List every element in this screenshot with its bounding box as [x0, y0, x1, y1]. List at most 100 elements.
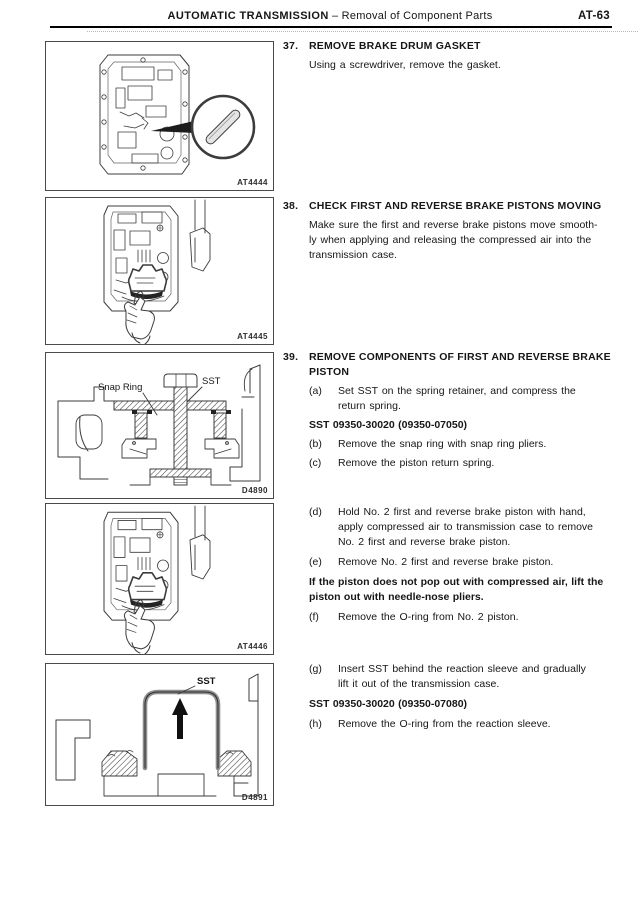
- step-38: 38. CHECK FIRST AND REVERSE BRAKE PISTON…: [283, 199, 617, 263]
- side-bracket: [189, 227, 211, 272]
- substep-text: Remove the piston return spring.: [338, 457, 495, 469]
- case-left-wall: [57, 386, 115, 480]
- gasket-pin: [205, 109, 241, 145]
- note-text: If the piston does not pop out with comp…: [309, 576, 604, 603]
- substep-a: (a) Set SST on the spring retainer, and …: [309, 384, 617, 414]
- substep-text: Hold No. 2 first and reverse brake pisto…: [338, 506, 594, 548]
- figure-remove-piston: AT4446: [45, 503, 274, 655]
- seal-right: [217, 750, 252, 777]
- case-outline: [103, 511, 179, 621]
- step-body-text: Make sure the first and reverse brake pi…: [309, 219, 598, 261]
- piston-right: [204, 438, 240, 459]
- return-spring-right: [213, 412, 227, 439]
- substep-g: (g) Insert SST behind the reaction sleev…: [309, 662, 617, 692]
- case-outline: [99, 54, 190, 175]
- brake-piston-drum: [127, 572, 168, 608]
- figure-code: AT4444: [237, 178, 268, 187]
- figure-code: D4890: [241, 486, 268, 495]
- header-section-title: AUTOMATIC TRANSMISSION: [167, 10, 329, 22]
- substep-text: Remove the snap ring with snap ring plie…: [338, 438, 547, 450]
- substep-e: (e) Remove No. 2 first and reverse brake…: [309, 555, 617, 570]
- bolt-holes: [101, 57, 188, 171]
- center-pedestal: [157, 773, 205, 797]
- substep-text: Remove the O-ring from No. 2 piston.: [338, 611, 519, 623]
- step-39: 39. REMOVE COMPONENTS OF FIRST AND REVER…: [283, 350, 617, 471]
- figure-air-check-pistons: AT4445: [45, 197, 274, 345]
- snap-ring-label: Snap Ring: [98, 382, 142, 393]
- piston-left: [121, 438, 157, 459]
- substep-text: Insert SST behind the reaction sleeve an…: [338, 663, 586, 690]
- sst-number-line: SST 09350-30020 (09350-07080): [309, 698, 468, 710]
- transmission-air-gun-drawing: [103, 199, 211, 344]
- substep-label: (a): [309, 385, 322, 397]
- step-heading: CHECK FIRST AND REVERSE BRAKE PISTONS MO…: [309, 200, 602, 212]
- bolt-head: [163, 373, 198, 388]
- page-header: AUTOMATIC TRANSMISSION – Removal of Comp…: [50, 10, 610, 22]
- snap-ring-leader: [142, 392, 158, 416]
- seal-left: [101, 750, 138, 777]
- substep-label: (f): [309, 611, 319, 623]
- substep-c: (c) Remove the piston return spring.: [309, 456, 617, 471]
- step-39-continued-2: (g) Insert SST behind the reaction sleev…: [283, 662, 617, 732]
- step-number: 39.: [283, 351, 299, 363]
- figure-code: AT4446: [237, 642, 268, 651]
- case-right-wall: [233, 673, 259, 797]
- cross-section-sst-drawing: Snap Ring SST: [57, 364, 261, 486]
- snap-ring: [132, 410, 231, 414]
- page-number: AT-63: [578, 10, 610, 22]
- sst-number-line: SST 09350-30020 (09350-07050): [309, 419, 468, 431]
- case-left-wall: [55, 719, 91, 781]
- step-number: 37.: [283, 40, 299, 52]
- side-bracket: [189, 534, 211, 580]
- substep-d: (d) Hold No. 2 first and reverse brake p…: [309, 505, 617, 550]
- step-number: 38.: [283, 200, 299, 212]
- case-base: [103, 775, 235, 797]
- sst-leader: [177, 685, 196, 695]
- substep-text: Remove the O-ring from the reaction slee…: [338, 718, 551, 730]
- gauge-rods: [194, 505, 206, 541]
- figure-code: AT4445: [237, 332, 268, 341]
- brake-piston-drum: [127, 264, 168, 299]
- substep-label: (d): [309, 506, 322, 518]
- substep-label: (b): [309, 438, 322, 450]
- sst-label: SST: [202, 376, 221, 387]
- sst-plate: [113, 400, 227, 411]
- case-outline: [103, 205, 179, 312]
- substep-f: (f) Remove the O-ring from No. 2 piston.: [309, 610, 617, 625]
- gauge-rods: [194, 199, 206, 234]
- figure-code: D4891: [241, 793, 268, 802]
- figure-sst-compress-spring: Snap Ring SST D4890: [45, 352, 274, 499]
- step-heading: REMOVE COMPONENTS OF FIRST AND REVERSE B…: [309, 351, 611, 378]
- figure-brake-drum-gasket: AT4444: [45, 41, 274, 191]
- step-39-continued-1: (d) Hold No. 2 first and reverse brake p…: [283, 505, 617, 625]
- step-heading: REMOVE BRAKE DRUM GASKET: [309, 40, 481, 52]
- pointer-line: [151, 121, 195, 133]
- substep-text: Set SST on the spring retainer, and comp…: [338, 385, 576, 412]
- header-subtitle: – Removal of Component Parts: [328, 10, 493, 22]
- transmission-air-gun-drawing: [103, 505, 211, 654]
- step-body-text: Using a screwdriver, remove the gasket.: [309, 59, 501, 71]
- step-37: 37. REMOVE BRAKE DRUM GASKET Using a scr…: [283, 39, 617, 73]
- figure-sst-reaction-sleeve: SST D4891: [45, 663, 274, 806]
- substep-label: (g): [309, 663, 322, 675]
- bolt-shaft: [173, 386, 188, 470]
- cross-section-sleeve-drawing: SST: [55, 673, 259, 797]
- hand-air-gun: [123, 605, 155, 654]
- case-right-wall: [229, 364, 261, 482]
- case-details: [113, 211, 169, 295]
- substep-h: (h) Remove the O-ring from the reaction …: [309, 717, 617, 732]
- substep-label: (c): [309, 457, 322, 469]
- transmission-top-view-drawing: [99, 54, 256, 175]
- header-rule: [50, 26, 612, 28]
- up-arrow: [172, 698, 188, 739]
- substep-label: (h): [309, 718, 322, 730]
- bolt-tail: [173, 476, 188, 486]
- sst-label: SST: [197, 676, 216, 687]
- substep-text: Remove No. 2 first and reverse brake pis…: [338, 556, 554, 568]
- valve-body-details: [115, 66, 175, 164]
- substep-b: (b) Remove the snap ring with snap ring …: [309, 437, 617, 452]
- sst-leader: [186, 386, 203, 403]
- substep-label: (e): [309, 556, 322, 568]
- return-spring-left: [134, 412, 148, 439]
